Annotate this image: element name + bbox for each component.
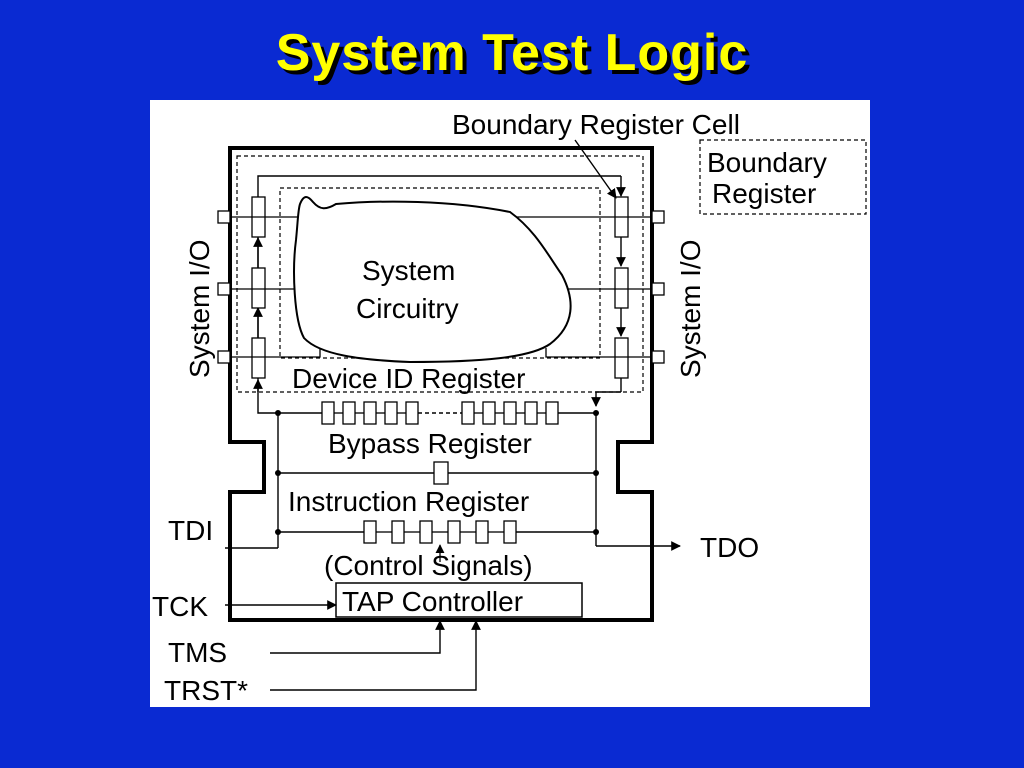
instruction-register-label: Instruction Register xyxy=(288,486,529,517)
system-circuitry-label-line1: System xyxy=(362,255,455,286)
device-id-cells xyxy=(321,401,559,425)
system-circuitry-blob xyxy=(293,196,572,364)
jtag-diagram: Boundary Register Cell Boundary Register… xyxy=(150,100,870,707)
right-io-pin xyxy=(651,282,665,296)
device-id-cell xyxy=(405,401,419,425)
right-boundary-cell xyxy=(614,267,629,309)
instruction-cells xyxy=(363,520,517,544)
left-boundary-cell xyxy=(251,267,266,309)
device-id-register-label: Device ID Register xyxy=(292,363,525,394)
device-id-cell xyxy=(363,401,377,425)
boundary-return-path xyxy=(591,391,621,407)
left-boundary-cell xyxy=(251,337,266,379)
instruction-cell xyxy=(503,520,517,544)
bypass-register-label: Bypass Register xyxy=(328,428,532,459)
boundary-register-cell-pointer xyxy=(574,139,617,199)
junction-dot xyxy=(593,410,599,416)
jtag-diagram-svg: Boundary Register Cell Boundary Register… xyxy=(152,109,867,706)
right-io-pin xyxy=(651,350,665,364)
tck-label: TCK xyxy=(152,591,208,622)
right-io-wire xyxy=(545,348,652,358)
device-id-cell xyxy=(461,401,475,425)
system-io-left-label: System I/O xyxy=(184,240,215,378)
bypass-cell xyxy=(433,461,449,485)
trst-label: TRST* xyxy=(164,675,248,706)
instruction-cell xyxy=(419,520,433,544)
device-id-cell xyxy=(384,401,398,425)
tms-label: TMS xyxy=(168,637,227,668)
trst-line xyxy=(270,620,481,691)
left-io-pin xyxy=(217,210,231,224)
tms-line xyxy=(270,620,445,654)
instruction-cell xyxy=(391,520,405,544)
boundary-register-outer-dashed xyxy=(236,155,644,393)
tdo-label: TDO xyxy=(700,532,759,563)
device-id-cell xyxy=(482,401,496,425)
right-boundary-cell xyxy=(614,337,629,379)
slide-title: System Test Logic xyxy=(275,24,749,82)
boundary-register-label-box xyxy=(699,139,867,215)
instruction-cell xyxy=(475,520,489,544)
device-id-cell xyxy=(321,401,335,425)
control-signals-label: (Control Signals) xyxy=(324,550,533,581)
instruction-cell xyxy=(363,520,377,544)
device-id-cell xyxy=(524,401,538,425)
tap-controller-label: TAP Controller xyxy=(342,586,523,617)
device-id-cell xyxy=(503,401,517,425)
instruction-cell xyxy=(447,520,461,544)
device-id-cell xyxy=(545,401,559,425)
boundary-register-label-line1: Boundary xyxy=(707,147,827,178)
system-circuitry-label-line2: Circuitry xyxy=(356,293,459,324)
boundary-register-label-line2: Register xyxy=(712,178,816,209)
boundary-register-cell-label: Boundary Register Cell xyxy=(452,109,740,140)
right-io-pin xyxy=(651,210,665,224)
left-io-wire xyxy=(230,348,321,358)
tdi-to-boundary xyxy=(253,379,278,414)
left-io-pin xyxy=(217,282,231,296)
tap-controller-box xyxy=(335,582,583,618)
device-id-cell xyxy=(342,401,356,425)
tdi-label: TDI xyxy=(168,515,213,546)
system-io-right-label: System I/O xyxy=(675,240,706,378)
chip-outline xyxy=(228,146,654,622)
left-io-pin xyxy=(217,350,231,364)
